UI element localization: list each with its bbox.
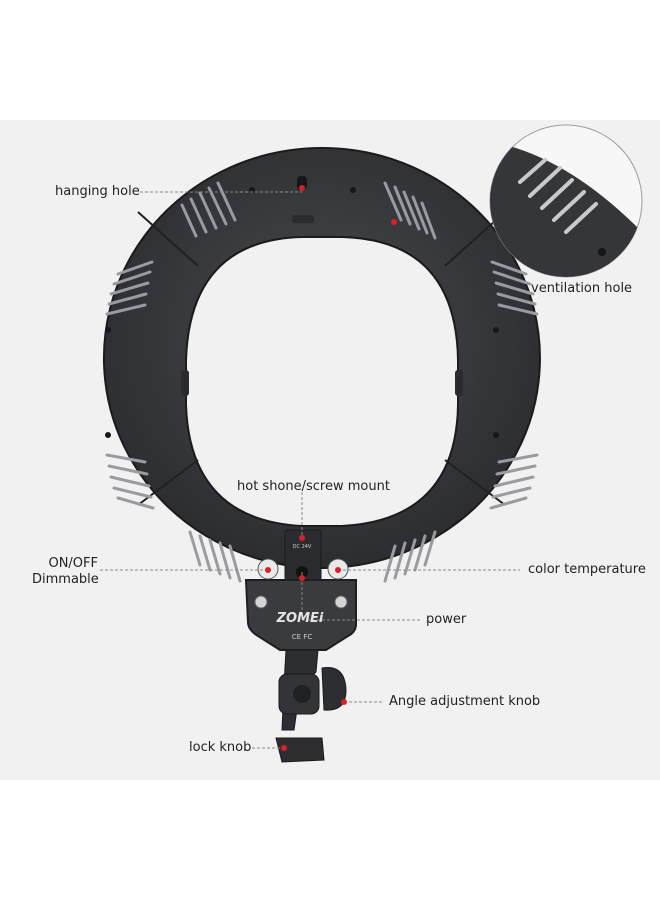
ventilation-slots [105, 181, 539, 583]
vent-left-lower [105, 453, 155, 510]
marker-color-temp [335, 567, 341, 573]
port-label: DC 24V [293, 544, 312, 550]
brand-logo: ZOMEi [276, 611, 324, 626]
label-ventilation-hole: ventilation hole [531, 281, 633, 296]
label-lock-knob: lock knob [189, 740, 252, 755]
mount-bracket [275, 649, 347, 763]
control-panel [244, 529, 357, 651]
vent-bottom-right [383, 530, 437, 583]
label-hanging-hole: hanging hole [55, 184, 140, 199]
label-hot-shoe-mount: hot shone/screw mount [237, 479, 390, 494]
marker-lock-knob [281, 745, 287, 751]
label-power: power [426, 612, 467, 627]
angle-knob-shape [321, 666, 347, 711]
ventilation-zoom-inset [489, 124, 643, 278]
marker-on-off [265, 567, 271, 573]
inner-clips [181, 370, 463, 396]
vent-right-upper [490, 260, 539, 316]
vent-top-left [180, 181, 237, 238]
vent-right-lower [489, 453, 539, 510]
label-angle-knob: Angle adjustment knob [389, 694, 541, 709]
marker-hanging-hole [299, 185, 305, 191]
marker-ventilation [391, 219, 397, 225]
vent-left-upper [105, 260, 154, 316]
marker-power [299, 575, 305, 581]
marker-hot-shoe [299, 535, 305, 541]
ring-body [102, 147, 541, 569]
vent-top-right [383, 181, 437, 240]
lock-knob-shape [275, 737, 325, 763]
cert-marks: CE FC [292, 633, 313, 641]
label-on-off-dimmable: ON/OFF Dimmable [32, 556, 99, 587]
marker-angle-knob [341, 699, 347, 705]
label-color-temperature: color temperature [528, 562, 646, 577]
leader-lines [100, 191, 520, 749]
callout-markers [265, 185, 397, 751]
vent-bottom-left [188, 530, 242, 583]
